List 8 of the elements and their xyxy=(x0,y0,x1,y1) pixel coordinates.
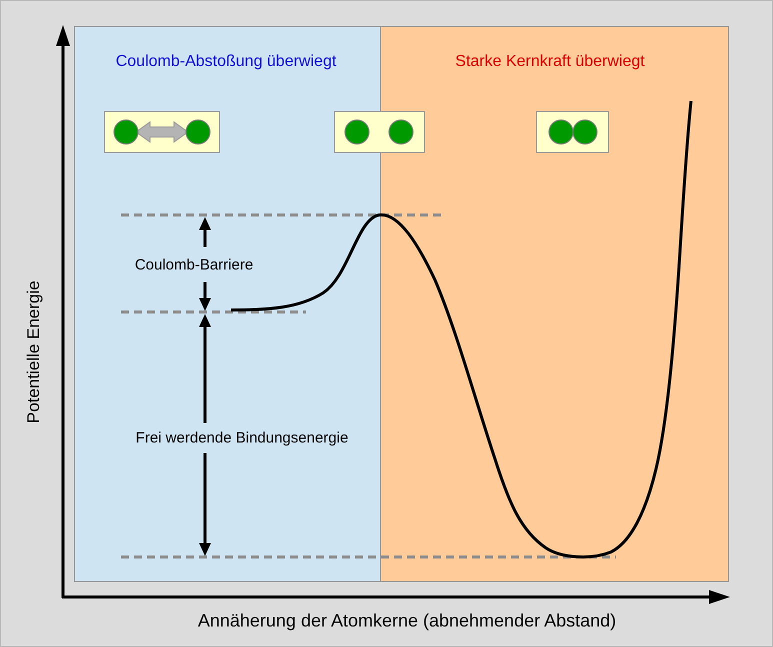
region-panel xyxy=(380,26,729,582)
region-heading: Starke Kernkraft überwiegt xyxy=(455,52,645,72)
region-panel xyxy=(74,26,381,582)
axis-label: Annäherung der Atomkerne (abnehmender Abstand) xyxy=(198,610,616,632)
region-heading: Coulomb-Abstoßung überwiegt xyxy=(116,52,336,72)
dimension-label: Coulomb-Barriere xyxy=(134,256,254,274)
dimension-label: Frei werdende Bindungsenergie xyxy=(136,429,348,447)
axis-label: Potentielle Energie xyxy=(24,280,44,424)
